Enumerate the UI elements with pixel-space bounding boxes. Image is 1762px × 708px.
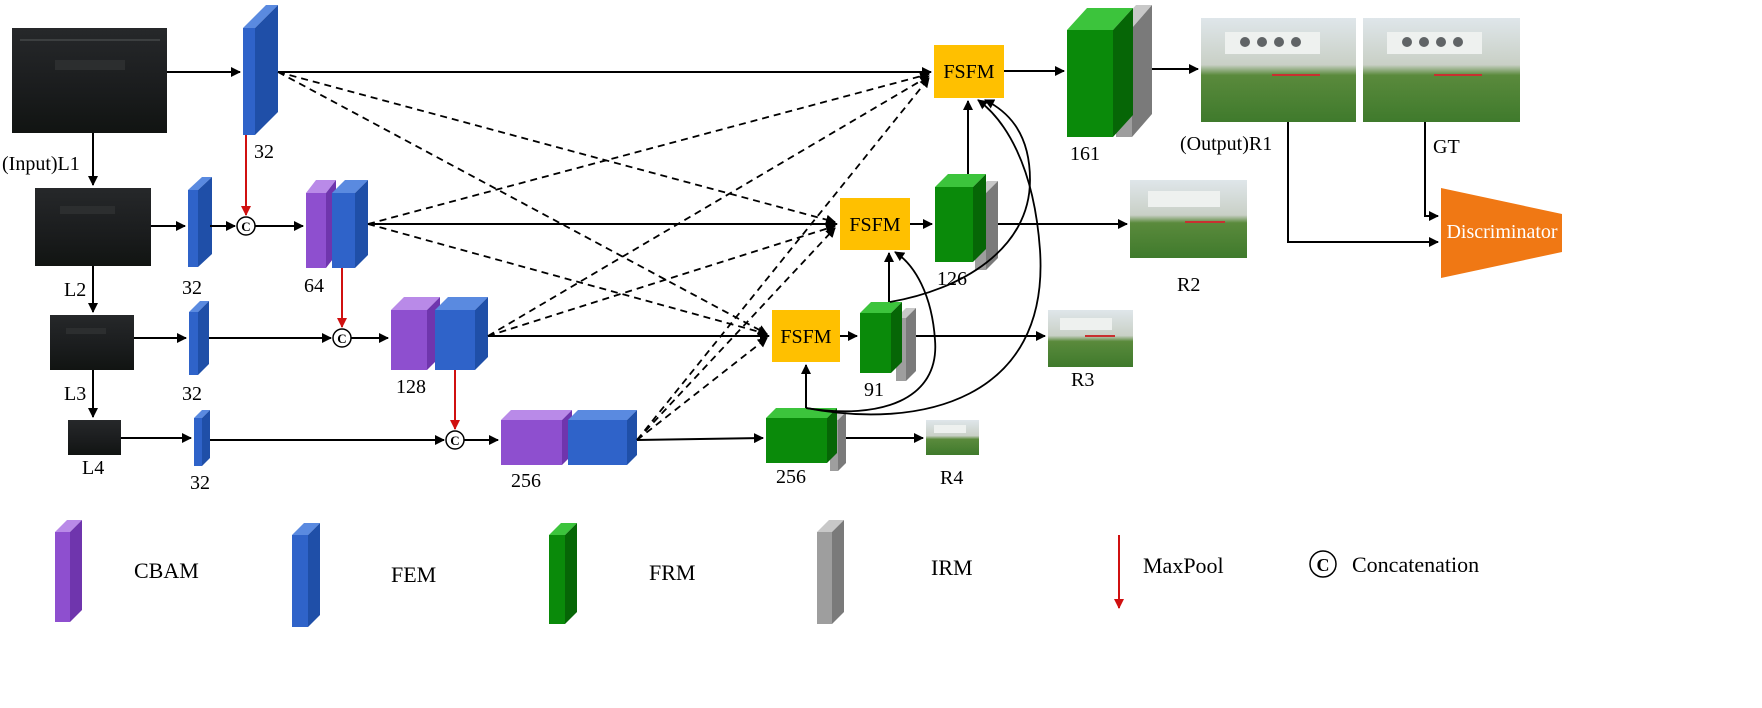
frm-irm-block-91: [860, 302, 916, 381]
label-input-l1: (Input)L1: [2, 153, 80, 175]
output-image-r1: [1201, 18, 1356, 122]
arrow-gt-discriminator: [1424, 122, 1439, 221]
legend-maxpool-label: MaxPool: [1143, 553, 1224, 578]
svg-text:FSFM: FSFM: [780, 326, 831, 348]
channel-frm-126: 126: [937, 268, 967, 290]
legend-concatenation-label: Concatenation: [1352, 552, 1479, 577]
svg-text:FSFM: FSFM: [943, 61, 994, 83]
legend-fem-label: FEM: [391, 562, 436, 587]
channel-frm-161: 161: [1070, 143, 1100, 165]
legend-frm-swatch: [549, 523, 577, 624]
legend: CBAM FEM FRM IRM MaxPool C Concatenation: [55, 520, 1479, 627]
fem-block-l2: [188, 177, 212, 267]
fsfm-module-3: FSFM: [772, 310, 840, 362]
fem-block-l3: [189, 301, 209, 375]
block-256: [501, 410, 637, 465]
output-image-r2: [1130, 180, 1247, 258]
channel-fem-l1: 32: [254, 141, 274, 163]
channel-frm-91: 91: [864, 379, 884, 401]
label-r2: R2: [1177, 274, 1200, 296]
concat-circle-3: C: [445, 430, 465, 450]
output-image-r4: [926, 420, 979, 455]
svg-text:Discriminator: Discriminator: [1446, 221, 1557, 243]
input-image-l1: [12, 28, 167, 133]
svg-text:C: C: [450, 433, 459, 448]
label-output-r1: (Output)R1: [1180, 133, 1272, 155]
label-r4: R4: [940, 467, 963, 489]
concat-circle-2: C: [332, 328, 352, 348]
channel-fem-l3: 32: [182, 383, 202, 405]
legend-concat-symbol: C: [1309, 550, 1337, 578]
svg-text:C: C: [337, 331, 346, 346]
label-l4: L4: [82, 457, 104, 479]
output-image-r3: [1048, 310, 1133, 367]
legend-frm-label: FRM: [649, 560, 695, 585]
frm-irm-block-161: [1067, 5, 1152, 137]
fsfm-module-1: FSFM: [934, 45, 1004, 98]
dense-dashed-connections: [277, 71, 930, 441]
input-image-l3: [50, 315, 134, 370]
label-l2: L2: [64, 279, 86, 301]
legend-irm-swatch: [817, 520, 844, 624]
svg-text:C: C: [1317, 555, 1330, 575]
legend-cbam-label: CBAM: [134, 558, 199, 583]
input-image-l2: [35, 188, 151, 266]
concat-circle-1: C: [236, 216, 256, 236]
legend-irm-label: IRM: [931, 555, 973, 580]
arrow-block256-frm256: [636, 433, 764, 444]
ground-truth-image: [1363, 18, 1520, 122]
channel-fem-l4: 32: [190, 472, 210, 494]
svg-text:FSFM: FSFM: [849, 214, 900, 236]
block-128: [391, 297, 488, 370]
channel-frm-256: 256: [776, 466, 806, 488]
fem-block-l1: [243, 5, 278, 135]
label-gt: GT: [1433, 136, 1460, 158]
arrow-r1-discriminator: [1287, 122, 1439, 247]
channel-block-256: 256: [511, 470, 541, 492]
frm-irm-block-126: [935, 174, 998, 270]
fem-block-l4: [194, 410, 210, 466]
svg-text:C: C: [241, 219, 250, 234]
channel-block-128: 128: [396, 376, 426, 398]
label-r3: R3: [1071, 369, 1094, 391]
fsfm-module-2: FSFM: [840, 198, 910, 250]
channel-block-64: 64: [304, 275, 324, 297]
label-l3: L3: [64, 383, 86, 405]
frm-irm-block-256: [766, 408, 846, 471]
block-64: [306, 180, 368, 268]
legend-fem-swatch: [292, 523, 320, 627]
curved-skip-connections: [805, 99, 1042, 416]
legend-cbam-swatch: [55, 520, 82, 622]
discriminator-module: Discriminator: [1441, 188, 1562, 278]
channel-fem-l2: 32: [182, 277, 202, 299]
input-image-l4: [68, 420, 121, 455]
